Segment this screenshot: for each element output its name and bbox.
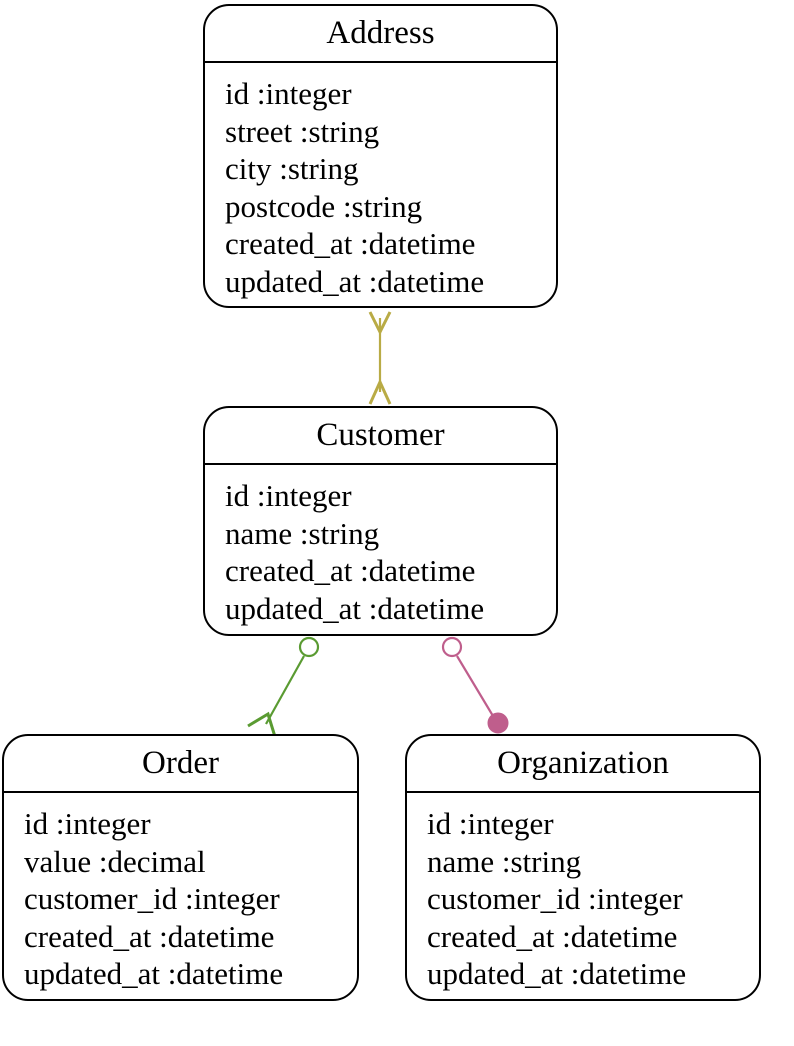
filled-circle-icon bbox=[487, 712, 509, 734]
attribute-item: street :string bbox=[225, 113, 380, 149]
attribute-item: postcode :string bbox=[225, 188, 423, 224]
attribute-item: id :integer bbox=[225, 76, 352, 111]
attribute-list: id :integer name :string customer_id :in… bbox=[407, 793, 759, 993]
open-circle-icon bbox=[441, 636, 463, 658]
entity-title: Address bbox=[205, 6, 556, 63]
attribute-item: created_at :datetime bbox=[24, 918, 275, 954]
entity-title: Customer bbox=[205, 408, 556, 465]
attribute-item: customer_id :integer bbox=[24, 881, 280, 916]
entity-organization[interactable]: Organization id :integer name :string cu… bbox=[405, 734, 761, 1001]
crow-foot-icon bbox=[368, 378, 392, 405]
attribute-list: id :integer name :string created_at :dat… bbox=[205, 465, 556, 627]
attribute-list: id :integer value :decimal customer_id :… bbox=[4, 793, 357, 993]
attribute-item: customer_id :integer bbox=[427, 881, 683, 916]
attribute-item: value :decimal bbox=[24, 843, 206, 879]
attribute-item: updated_at :datetime bbox=[225, 263, 485, 299]
attribute-item: name :string bbox=[427, 843, 582, 879]
relationship-customer-organization bbox=[441, 636, 509, 734]
attribute-item: created_at :datetime bbox=[225, 226, 476, 261]
relationship-customer-order bbox=[247, 636, 320, 741]
entity-address[interactable]: Address id :integer street :string city … bbox=[203, 4, 558, 308]
entity-title: Organization bbox=[407, 736, 759, 793]
attribute-item: updated_at :datetime bbox=[225, 590, 485, 626]
entity-order[interactable]: Order id :integer value :decimal custome… bbox=[2, 734, 359, 1001]
relationship-address-customer bbox=[368, 311, 392, 405]
entity-customer[interactable]: Customer id :integer name :string create… bbox=[203, 406, 558, 636]
crow-foot-icon bbox=[368, 311, 392, 336]
attribute-item: id :integer bbox=[225, 478, 352, 513]
attribute-item: created_at :datetime bbox=[427, 918, 678, 954]
attribute-item: updated_at :datetime bbox=[24, 956, 284, 991]
attribute-item: id :integer bbox=[427, 806, 554, 841]
attribute-item: city :string bbox=[225, 151, 359, 186]
connector-line bbox=[265, 655, 305, 725]
attribute-item: name :string bbox=[225, 515, 380, 551]
attribute-list: id :integer street :string city :string … bbox=[205, 63, 556, 300]
connector-line bbox=[456, 655, 494, 717]
attribute-item: created_at :datetime bbox=[225, 553, 476, 588]
entity-title: Order bbox=[4, 736, 357, 793]
open-circle-icon bbox=[298, 636, 320, 658]
attribute-item: id :integer bbox=[24, 806, 151, 841]
attribute-item: updated_at :datetime bbox=[427, 956, 687, 991]
crow-foot-icon bbox=[247, 711, 278, 741]
